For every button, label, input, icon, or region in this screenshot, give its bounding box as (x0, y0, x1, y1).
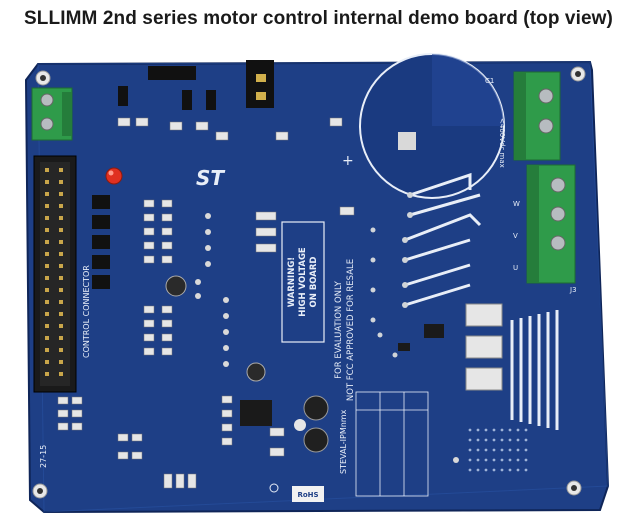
heatsink-pad (510, 310, 559, 430)
svg-text:ST: ST (196, 166, 225, 190)
warning-line-2: HIGH VOLTAGE (298, 247, 308, 317)
power-vias (370, 192, 413, 358)
mounting-holes (32, 66, 586, 499)
voltage-label: <400Vdc max (498, 118, 506, 168)
phase-u: U (513, 264, 518, 272)
bulk-capacitor-footprint: + C1 (342, 53, 505, 199)
terminal-block-left (31, 87, 73, 141)
evaluation-line-1: FOR EVALUATION ONLY (334, 280, 344, 378)
warning-area: WARNING! HIGH VOLTAGE ON BOARD (281, 221, 325, 343)
jumper-headers (92, 195, 110, 289)
board-id: STEVAL-IPMnmx (339, 409, 348, 474)
ref-c1: C1 (485, 77, 494, 85)
rohs-label: RoHS (297, 491, 318, 499)
warning-line-1: WARNING! (287, 257, 297, 307)
via-grid (468, 428, 528, 472)
power-traces (404, 172, 482, 307)
control-connector (33, 155, 77, 393)
terminal-block-motor (526, 164, 576, 284)
terminal-block-dc (513, 71, 561, 161)
ref-j3: J3 (569, 286, 577, 294)
phase-w: W (513, 200, 520, 208)
top-pin-headers (118, 60, 274, 110)
smd-components (57, 117, 355, 489)
integrated-circuits (240, 324, 444, 426)
option-table (355, 391, 429, 497)
evaluation-line-2: NOT FCC APPROVED FOR RESALE (346, 259, 356, 401)
shunt-resistors (465, 303, 503, 391)
warning-line-3: ON BOARD (309, 257, 319, 308)
red-led (105, 167, 123, 185)
electrolytic-capacitors (165, 275, 329, 453)
test-points (195, 213, 459, 463)
capacitor-plus: + (342, 153, 354, 169)
phase-v: V (513, 232, 518, 240)
connector-label: CONTROL CONNECTOR (82, 265, 91, 358)
rohs-badge: RoHS (292, 486, 324, 502)
corner-code: 27-15 (39, 445, 48, 468)
evaluation-text: FOR EVALUATION ONLY NOT FCC APPROVED FOR… (334, 259, 356, 401)
photo-caption: SLLIMM 2nd series motor control internal… (24, 8, 613, 29)
